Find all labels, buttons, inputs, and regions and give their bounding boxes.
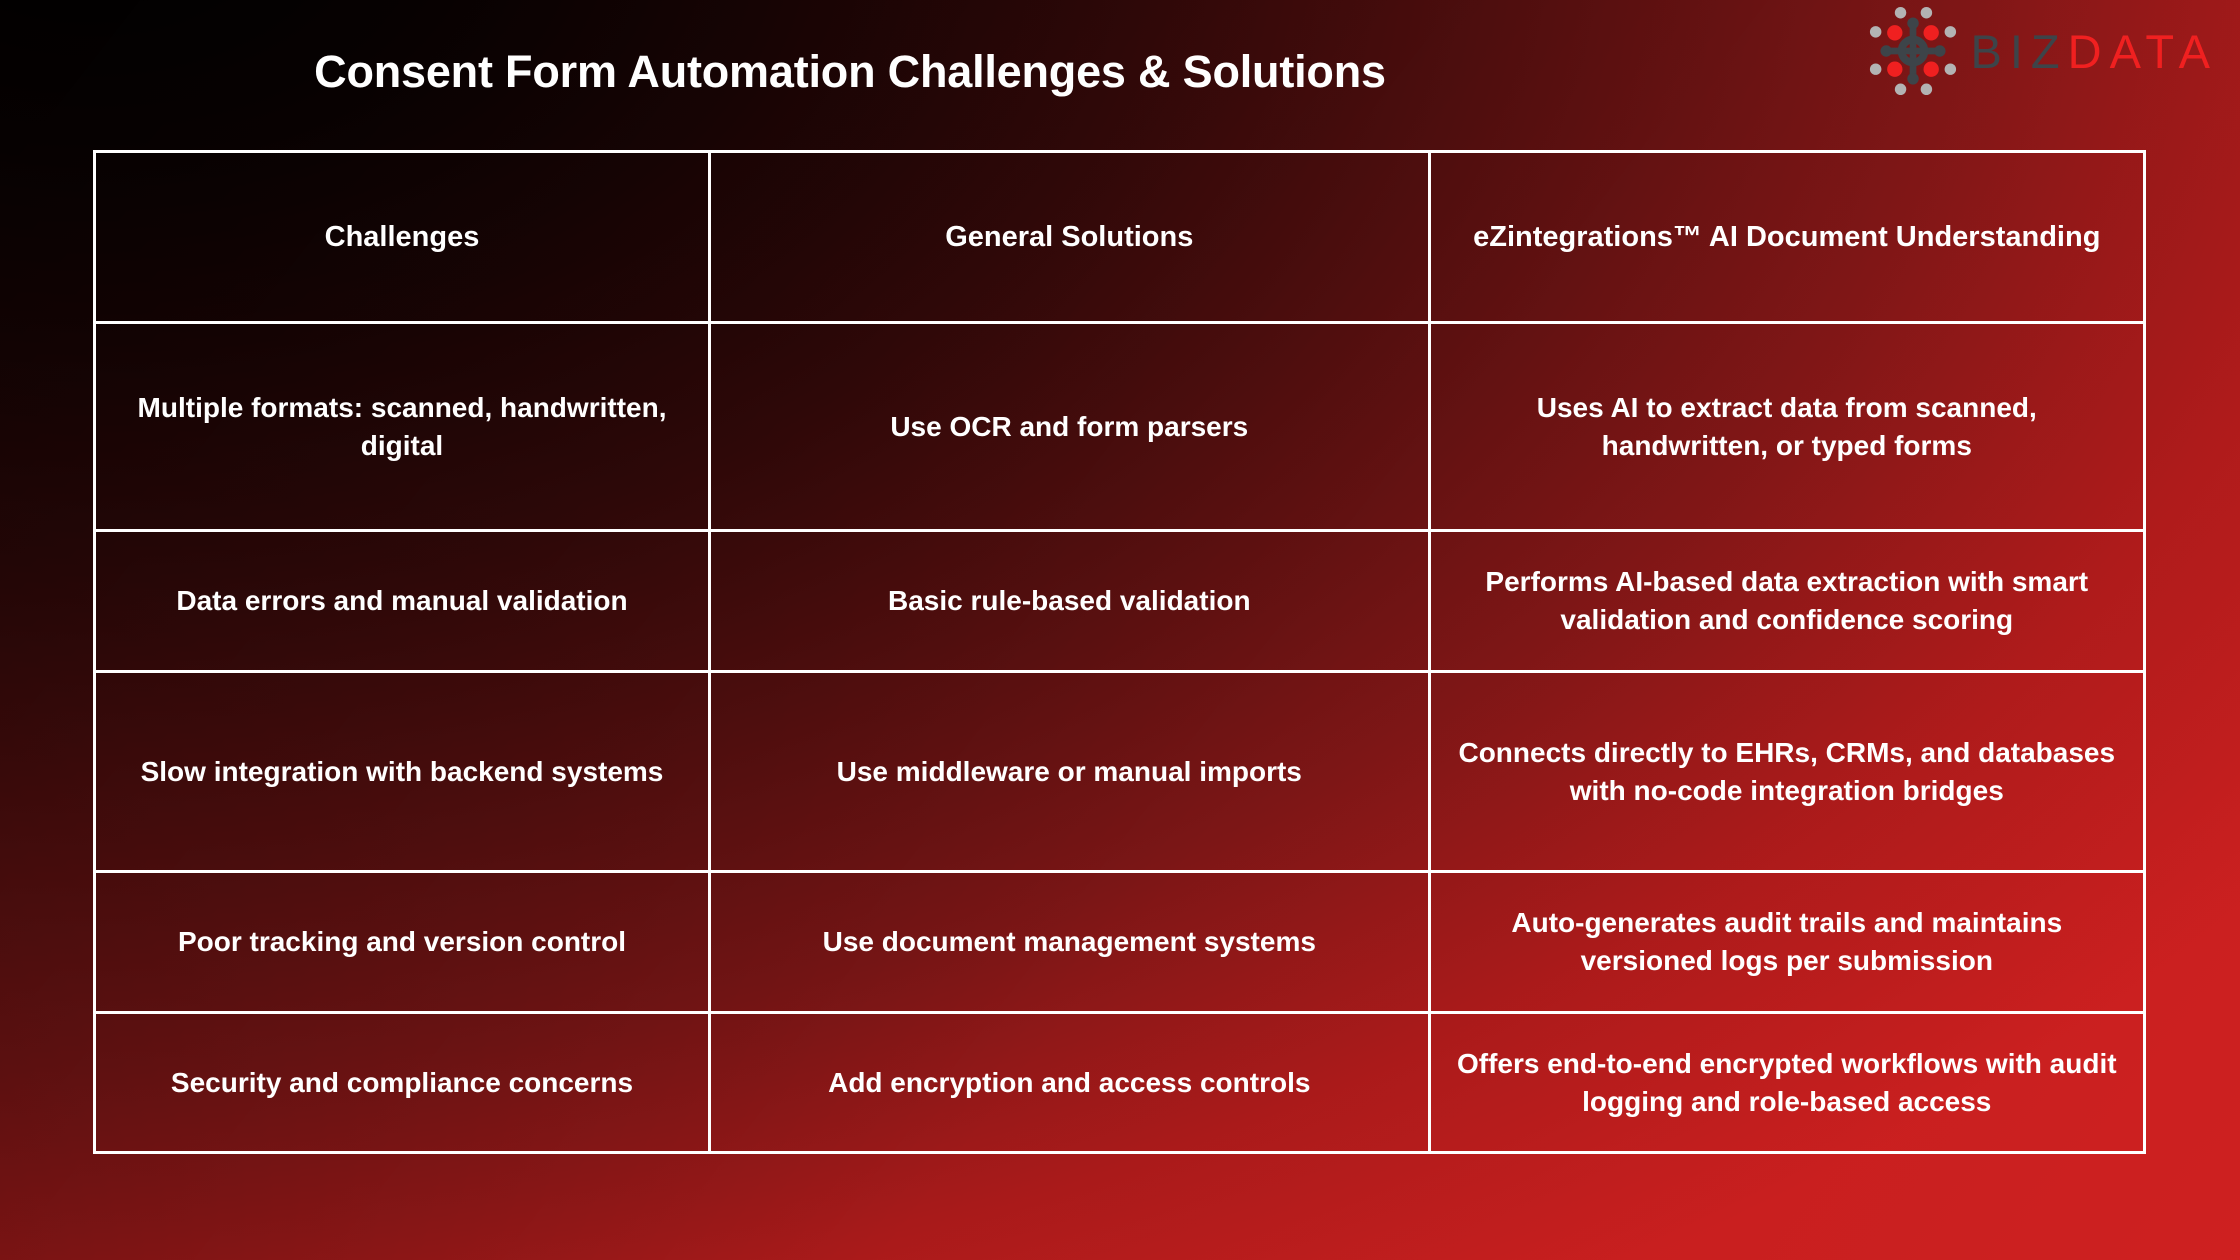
cell-ezintegrations: Auto-generates audit trails and maintain… bbox=[1427, 870, 2147, 1014]
table-row: Data errors and manual validation Basic … bbox=[93, 529, 2147, 673]
cell-ezintegrations: Performs AI-based data extraction with s… bbox=[1427, 529, 2147, 673]
cell-challenge: Slow integration with backend systems bbox=[93, 670, 711, 873]
cell-ezintegrations: Uses AI to extract data from scanned, ha… bbox=[1427, 321, 2147, 532]
cell-ezintegrations: Offers end-to-end encrypted workflows wi… bbox=[1427, 1011, 2147, 1154]
cell-general-solution: Use middleware or manual imports bbox=[708, 670, 1431, 873]
column-header-challenges: Challenges bbox=[93, 150, 711, 324]
comparison-table: Challenges General Solutions eZintegrati… bbox=[93, 150, 2147, 1154]
cell-challenge: Multiple formats: scanned, handwritten, … bbox=[93, 321, 711, 532]
table-row: Security and compliance concerns Add enc… bbox=[93, 1011, 2147, 1154]
cell-general-solution: Add encryption and access controls bbox=[708, 1011, 1431, 1154]
cell-general-solution: Basic rule-based validation bbox=[708, 529, 1431, 673]
cell-challenge: Security and compliance concerns bbox=[93, 1011, 711, 1154]
cell-general-solution: Use OCR and form parsers bbox=[708, 321, 1431, 532]
logo-word-biz: BIZ bbox=[1970, 24, 2068, 78]
logo-word-data: DATA bbox=[2067, 24, 2218, 78]
table-row: Multiple formats: scanned, handwritten, … bbox=[93, 321, 2147, 532]
bizdata-logo-mark-icon bbox=[1869, 6, 1956, 96]
bizdata-logo-wordmark: BIZDATA bbox=[1971, 28, 2219, 75]
table-body: Multiple formats: scanned, handwritten, … bbox=[93, 321, 2147, 1154]
page-title: Consent Form Automation Challenges & Sol… bbox=[314, 46, 1386, 97]
table-header: Challenges General Solutions eZintegrati… bbox=[93, 150, 2147, 324]
table-header-row: Challenges General Solutions eZintegrati… bbox=[93, 150, 2147, 324]
bizdata-logo: BIZDATA bbox=[1865, 6, 2219, 96]
challenges-solutions-table: Challenges General Solutions eZintegrati… bbox=[93, 150, 2147, 1154]
column-header-ezintegrations: eZintegrations™ AI Document Understandin… bbox=[1427, 150, 2147, 324]
column-header-general-solutions: General Solutions bbox=[708, 150, 1431, 324]
cell-challenge: Data errors and manual validation bbox=[93, 529, 711, 673]
cell-ezintegrations: Connects directly to EHRs, CRMs, and dat… bbox=[1427, 670, 2147, 873]
table-row: Poor tracking and version control Use do… bbox=[93, 870, 2147, 1014]
cell-general-solution: Use document management systems bbox=[708, 870, 1431, 1014]
table-row: Slow integration with backend systems Us… bbox=[93, 670, 2147, 873]
cell-challenge: Poor tracking and version control bbox=[93, 870, 711, 1014]
